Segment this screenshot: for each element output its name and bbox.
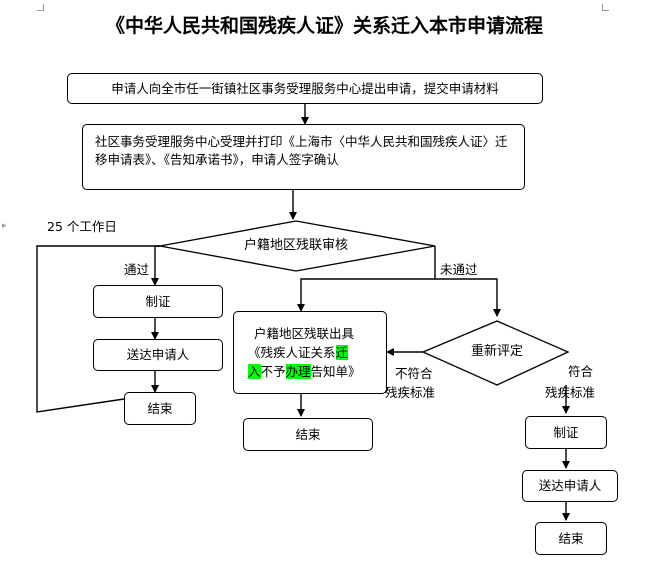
page-corner-mark	[602, 4, 609, 11]
page-title: 《中华人民共和国残疾人证》关系迁入本市申请流程	[105, 15, 543, 37]
review-label: 户籍地区残联审核	[243, 238, 348, 253]
end-text-middle: 结束	[295, 426, 321, 442]
meet-label-line2: 残疾标准	[545, 385, 596, 400]
deliver-box-right: 送达申请人	[522, 470, 618, 502]
deliver-box: 送达申请人	[93, 339, 223, 371]
end-box-left: 结束	[124, 392, 196, 425]
reassess-diamond	[421, 320, 570, 386]
notice-text: 户籍地区残联出具 《残疾人证关系迁 入不予办理告知单》	[248, 324, 361, 381]
margin-marker: ▸	[2, 221, 7, 231]
fail-label: 未通过	[440, 262, 478, 277]
issue-card-text-right: 制证	[553, 424, 579, 440]
issue-card-box-right: 制证	[525, 416, 607, 449]
notmeet-label-line2: 残疾标准	[385, 385, 436, 400]
arrow-pass	[151, 245, 160, 286]
end-text-right: 结束	[558, 530, 584, 546]
issue-card-text: 制证	[145, 293, 171, 309]
days-label: 25 个工作日	[47, 219, 117, 234]
reassess-label: 重新评定	[470, 344, 523, 359]
notice-highlight: 入	[248, 364, 261, 379]
loop-25-days	[36, 245, 160, 413]
arrow-fail	[434, 246, 501, 317]
notice-box: 户籍地区残联出具 《残疾人证关系迁 入不予办理告知单》	[233, 311, 387, 394]
accept-step-box: 社区事务受理服务中心受理并打印《上海市〈中华人民共和国残疾人证〉迁移申请表》、《…	[82, 124, 525, 190]
end-box-middle: 结束	[243, 418, 373, 451]
pass-label: 通过	[124, 262, 150, 277]
meet-label-line1: 符合	[568, 364, 594, 379]
apply-step-box: 申请人向全市任一街镇社区事务受理服务中心提出申请，提交申请材料	[67, 73, 543, 104]
end-box-right: 结束	[535, 522, 607, 555]
end-text-left: 结束	[147, 400, 173, 416]
notice-text-part: 《残疾人证关系	[248, 345, 336, 360]
deliver-text-right: 送达申请人	[538, 478, 602, 493]
issue-card-box: 制证	[93, 285, 223, 318]
page-corner-mark	[37, 4, 44, 11]
notice-highlight: 迁	[335, 345, 349, 360]
notice-highlight: 办理	[285, 364, 311, 379]
accept-step-text: 社区事务受理服务中心受理并打印《上海市〈中华人民共和国残疾人证〉迁移申请表》、《…	[95, 134, 508, 167]
arrow-to-notice	[297, 278, 435, 312]
notice-text-part: 告知单》	[310, 364, 361, 379]
notice-text-part: 不予	[260, 364, 286, 379]
notice-text-line1: 户籍地区残联出具	[254, 326, 355, 341]
apply-step-text: 申请人向全市任一街镇社区事务受理服务中心提出申请，提交申请材料	[111, 80, 499, 96]
deliver-text: 送达申请人	[126, 347, 190, 362]
notmeet-label-line1: 不符合	[395, 366, 433, 381]
